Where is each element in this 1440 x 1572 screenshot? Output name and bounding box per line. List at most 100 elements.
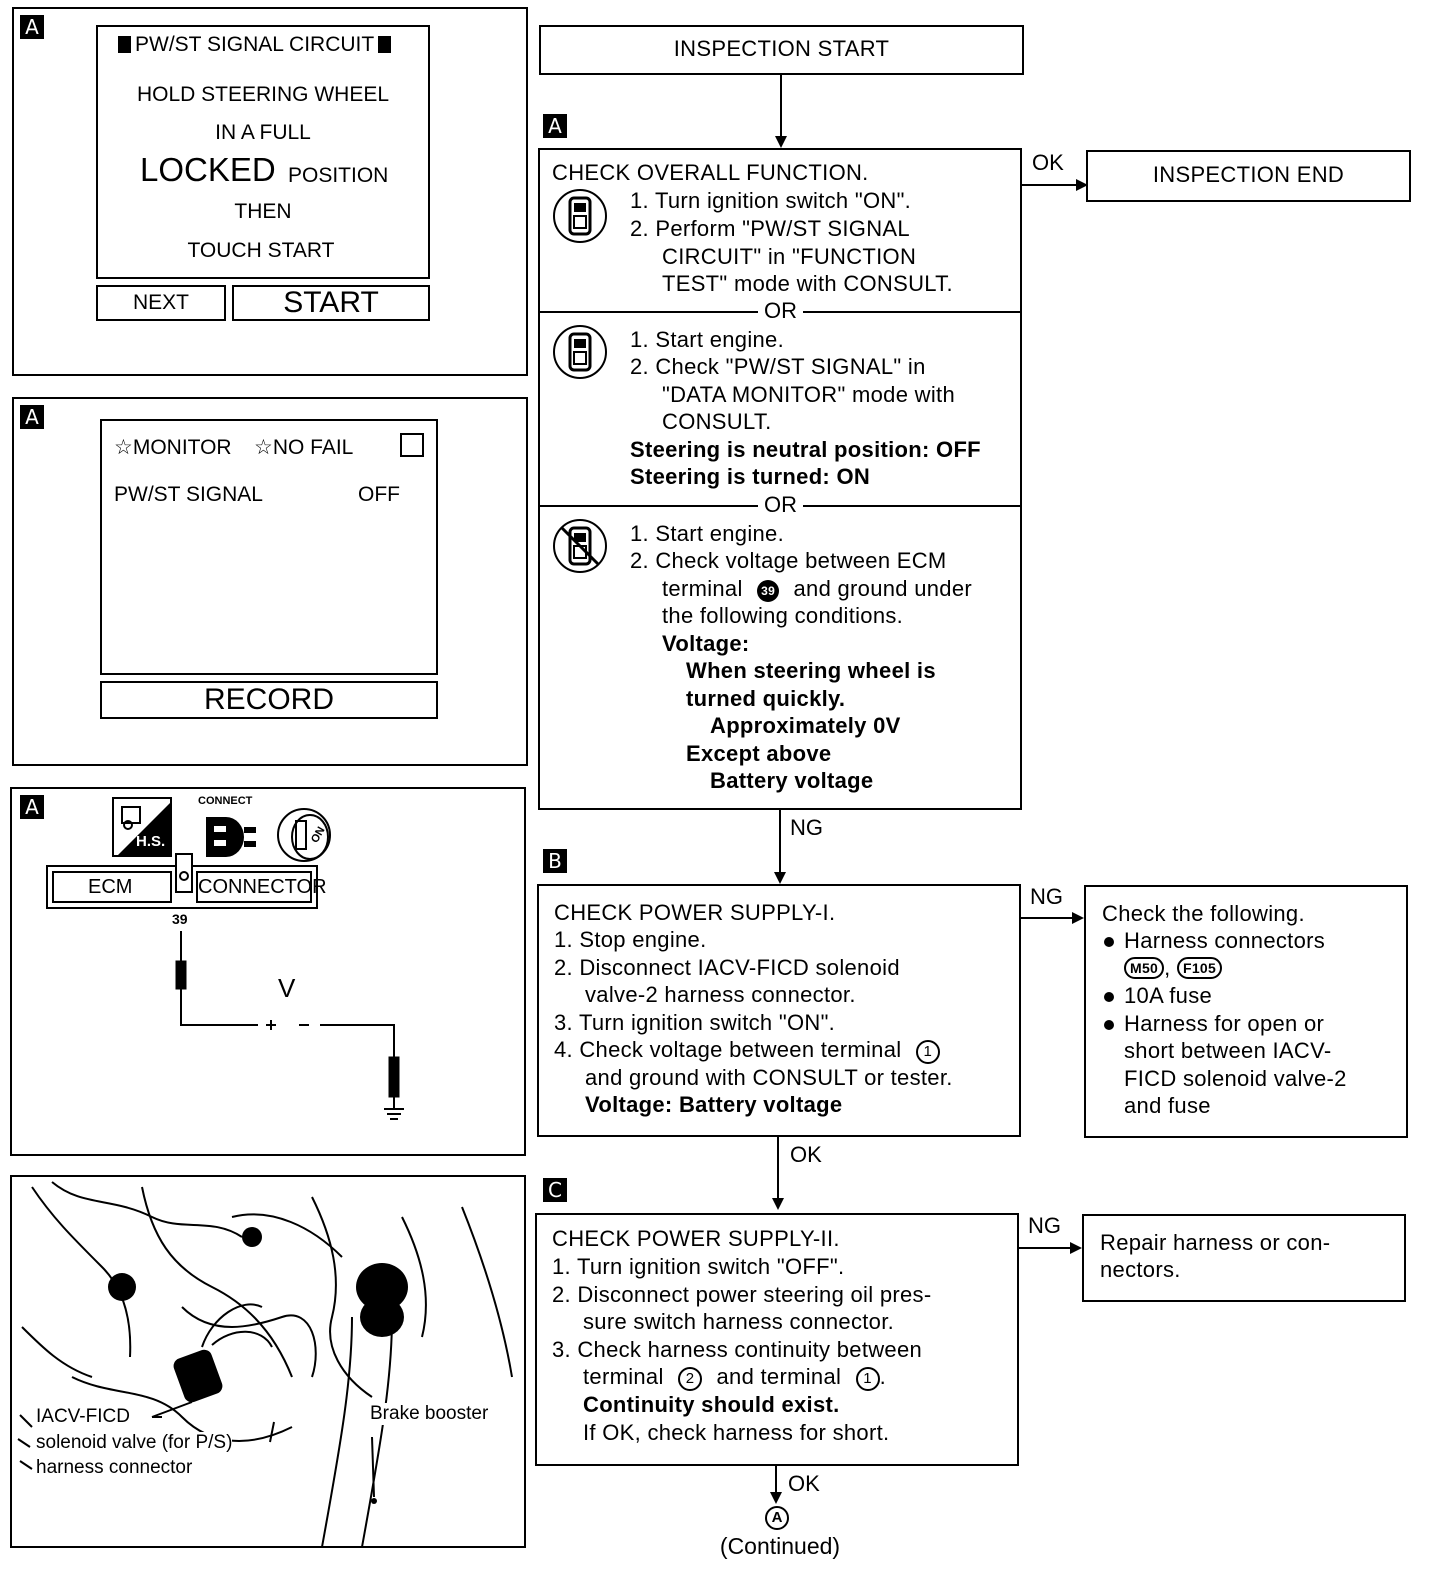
b-title: CHECK POWER SUPPLY-I. — [554, 900, 836, 925]
section-tag-a: A — [20, 795, 44, 819]
bullet — [1104, 992, 1114, 1002]
instruction-line-2: IN A FULL — [215, 121, 311, 144]
inspection-start-box: INSPECTION START — [539, 25, 1024, 75]
bn-connectors: M50, F105 — [1124, 954, 1223, 982]
iacv-label-line-3: harness connector — [36, 1457, 193, 1479]
section-tag-a: A — [20, 15, 44, 39]
ng-label-b: NG — [1030, 884, 1063, 909]
bn-line-4: short between IACV- — [1124, 1038, 1332, 1063]
next-button[interactable]: NEXT — [96, 285, 226, 321]
terminal-39-badge: 39 — [757, 580, 780, 602]
signal-value: OFF — [358, 483, 400, 506]
a3-line-1: 1. Start engine. — [630, 521, 785, 546]
a2-line-3: "DATA MONITOR" mode with — [662, 382, 955, 407]
ng-label-c: NG — [1028, 1213, 1061, 1238]
tester-diagram-panel: A H.S. CONNECT ON ECM CONNECTOR 39 — [10, 787, 526, 1156]
start-button[interactable]: START — [232, 285, 430, 321]
bullet — [1104, 1020, 1114, 1030]
consult-function-test-panel: A PW/ST SIGNAL CIRCUIT HOLD STEERING WHE… — [12, 7, 528, 376]
brake-booster-label: Brake booster — [370, 1403, 489, 1425]
ignition-on-icon — [277, 808, 331, 862]
consult-icon — [553, 325, 607, 379]
c-line-5: terminal 2 and terminal 1. — [583, 1364, 887, 1391]
connector-f105-badge: F105 — [1176, 957, 1223, 979]
record-button[interactable]: RECORD — [100, 681, 438, 719]
a3-line-3: terminal 39 and ground under — [662, 576, 973, 602]
iacv-label-line-2: solenoid valve (for P/S) — [36, 1432, 233, 1454]
b-line-6: and ground with CONSULT or tester. — [585, 1065, 953, 1090]
check-following-box: Check the following. Harness connectors … — [1084, 885, 1408, 1138]
bn-line-6: and fuse — [1124, 1093, 1211, 1118]
b-line-7: Voltage: Battery voltage — [585, 1092, 843, 1117]
bn-line-1: Harness connectors — [1124, 928, 1326, 953]
cn-line-2: nectors. — [1100, 1257, 1181, 1282]
a3-line-2: 2. Check voltage between ECM — [630, 548, 947, 573]
flow-tag-a: A — [543, 114, 567, 138]
bn-title: Check the following. — [1102, 901, 1305, 926]
a3-bold-5: Except above — [686, 741, 832, 766]
repair-harness-box: Repair harness or con- nectors. — [1082, 1214, 1406, 1302]
bn-line-2: 10A fuse — [1124, 983, 1213, 1008]
b-line-1: 1. Stop engine. — [554, 927, 707, 952]
record-checkbox[interactable] — [400, 433, 424, 457]
or-label-1: OR — [758, 300, 803, 322]
consult-icon — [553, 189, 607, 243]
c-line-4: 3. Check harness continuity between — [552, 1337, 923, 1362]
engine-bay-illustration: IACV-FICD solenoid valve (for P/S) harne… — [10, 1175, 526, 1548]
terminal-pin — [175, 853, 193, 893]
check-power-supply-2-box: CHECK POWER SUPPLY-II. 1. Turn ignition … — [535, 1213, 1019, 1466]
inspection-start-text: INSPECTION START — [673, 36, 890, 61]
c-title: CHECK POWER SUPPLY-II. — [552, 1226, 840, 1251]
touch-start-text: TOUCH START — [187, 239, 335, 262]
terminal-1-badge: 1 — [855, 1367, 880, 1391]
consult-data-monitor-panel: A ☆MONITOR ☆NO FAIL PW/ST SIGNAL OFF REC… — [12, 397, 528, 766]
harness-sensor-icon: H.S. — [112, 797, 172, 857]
connect-icon — [206, 817, 256, 857]
check-power-supply-1-box: CHECK POWER SUPPLY-I. 1. Stop engine. 2.… — [537, 884, 1021, 1137]
section-tag-a: A — [20, 405, 44, 429]
b-line-3: valve-2 harness connector. — [585, 982, 856, 1007]
a1-line-2: 2. Perform "PW/ST SIGNAL — [630, 216, 910, 241]
instruction-line-1: HOLD STEERING WHEEL — [136, 83, 390, 106]
hs-label: H.S. — [136, 833, 166, 850]
a2-line-4: CONSULT. — [662, 409, 772, 434]
ok-label-c: OK — [788, 1471, 820, 1496]
a3-bold-1: Voltage: — [662, 631, 750, 656]
hs-icon-graphic — [118, 803, 170, 855]
connector-m50-badge: M50 — [1124, 957, 1165, 979]
continuation-mark-a: A — [765, 1506, 789, 1530]
position-text: POSITION — [288, 164, 389, 187]
no-fail-label: ☆NO FAIL — [254, 436, 354, 459]
bn-line-5: FICD solenoid valve-2 — [1124, 1066, 1347, 1091]
monitor-label: ☆MONITOR — [114, 436, 232, 459]
a1-line-3: CIRCUIT" in "FUNCTION — [662, 244, 917, 269]
bn-line-3: Harness for open or — [1124, 1011, 1325, 1036]
c-line-3: sure switch harness connector. — [583, 1309, 895, 1334]
continued-text: (Continued) — [719, 1533, 841, 1559]
inspection-end-text: INSPECTION END — [1152, 162, 1345, 187]
ecm-label: ECM — [88, 876, 133, 898]
iacv-label-line-1: IACV-FICD — [36, 1406, 130, 1428]
a1-line-1: 1. Turn ignition switch "ON". — [630, 188, 912, 213]
connect-label: CONNECT — [198, 795, 253, 807]
consult-screen: PW/ST SIGNAL CIRCUIT HOLD STEERING WHEEL… — [96, 25, 430, 279]
ok-label-b: OK — [790, 1142, 822, 1167]
c-line-7: If OK, check harness for short. — [583, 1420, 890, 1445]
or-label-2: OR — [758, 494, 803, 516]
cn-line-1: Repair harness or con- — [1100, 1230, 1331, 1255]
inspection-end-box: INSPECTION END — [1086, 150, 1411, 202]
c-line-6: Continuity should exist. — [583, 1392, 840, 1417]
a2-line-2: 2. Check "PW/ST SIGNAL" in — [630, 354, 926, 379]
check-overall-function-box: OR OR CHECK OVERALL FUNCTION. 1. Turn ig… — [538, 148, 1022, 810]
voltmeter-label: V — [278, 973, 296, 1003]
ok-label-a: OK — [1032, 150, 1064, 175]
pin-circle — [179, 871, 189, 881]
flow-tag-b: B — [543, 849, 567, 873]
ecm-connector-block: ECM CONNECTOR — [46, 853, 327, 909]
no-consult-icon — [553, 519, 607, 573]
engine-bay-drawing — [17, 1181, 513, 1548]
signal-label: PW/ST SIGNAL — [114, 483, 263, 506]
screen-title: PW/ST SIGNAL CIRCUIT — [118, 33, 392, 57]
title-block-right — [378, 36, 392, 53]
